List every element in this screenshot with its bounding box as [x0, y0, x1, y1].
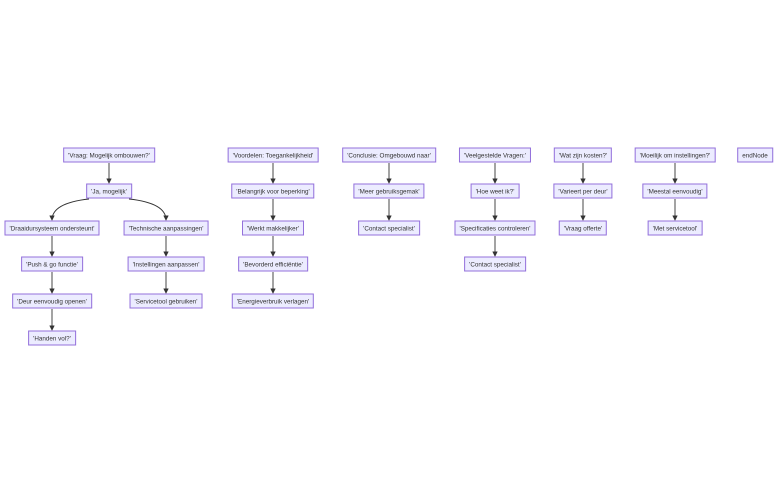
node-b1: 'Voordelen: Toegankelijkheid' [227, 147, 319, 163]
node-d2: 'Hoe weet ik?' [470, 183, 520, 199]
node-e3: 'Vraag offerte' [558, 220, 608, 236]
node-d3: 'Specificaties controleren' [454, 220, 536, 236]
node-a3: 'Draaidursysteem ondersteunt' [4, 220, 100, 236]
edge-a2-a4 [128, 198, 169, 221]
edge-a2-a3 [49, 198, 90, 221]
node-b2: 'Belangrijk voor beperking' [231, 183, 315, 199]
node-b3: 'Werkt makkelijker' [242, 220, 304, 236]
node-a6: 'Instellingen aanpassen' [127, 256, 205, 272]
node-b5: 'Energieverbruik verlagen' [231, 293, 315, 309]
node-f3: 'Met servicetool' [647, 220, 703, 236]
node-c3: 'Contact specialist' [358, 220, 420, 236]
node-c1: 'Conclusie: Omgebouwd naar' [342, 147, 436, 163]
node-a2: 'Ja, mogelijk' [86, 183, 132, 199]
node-e1: 'Wat zijn kosten?' [553, 147, 613, 163]
node-b4: 'Bevorderd efficiëntie' [238, 256, 308, 272]
node-d1: 'Veelgestelde Vragen:' [458, 147, 532, 163]
node-d4: 'Contact specialist' [464, 256, 526, 272]
node-a1: 'Vraag: Mogelijk ombouwen?' [63, 147, 155, 163]
node-c2: 'Meer gebruiksgemak' [353, 183, 425, 199]
node-g1: endNode [737, 147, 773, 163]
node-a4: 'Technische aanpassingen' [123, 220, 209, 236]
node-a5: 'Push & go functie' [21, 256, 83, 272]
node-a7: 'Deur eenvoudig openen' [12, 293, 92, 309]
node-f2: 'Meestal eenvoudig' [642, 183, 708, 199]
node-f1: 'Moeilijk om instellingen?' [634, 147, 716, 163]
node-a9: 'Handen vol?' [28, 330, 76, 346]
node-e2: 'Varieert per deur' [553, 183, 613, 199]
node-a8: 'Servicetool gebruiken' [129, 293, 203, 309]
